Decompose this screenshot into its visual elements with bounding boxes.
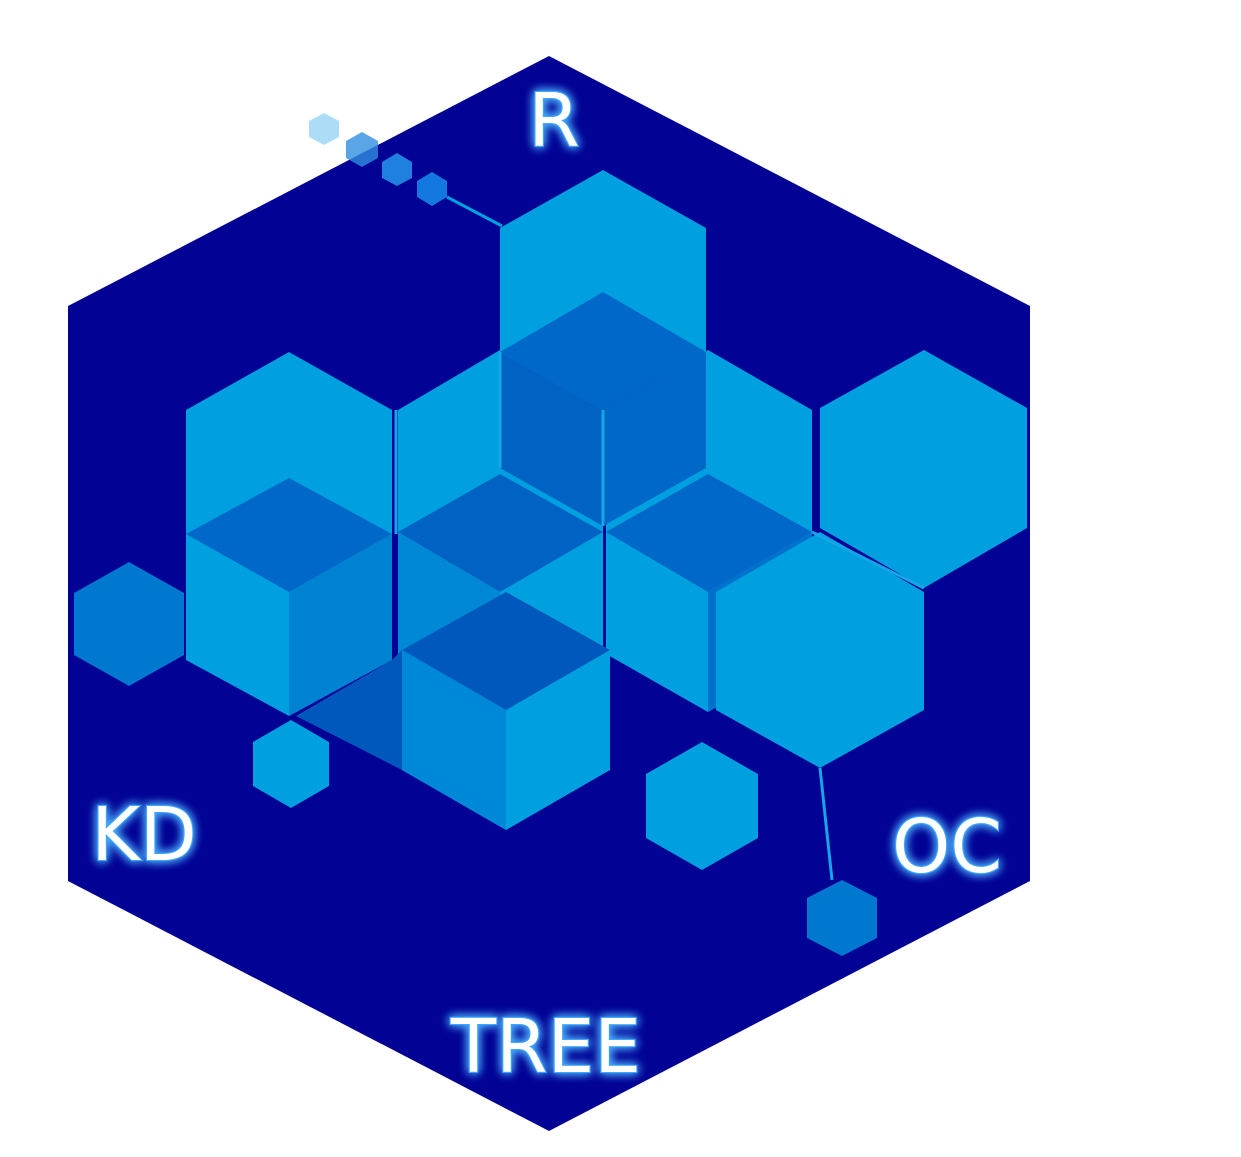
hex-right-bottom — [716, 532, 924, 768]
hexagon-cluster — [186, 170, 1027, 881]
hex-far-right — [820, 350, 1027, 588]
label-right: OC — [892, 804, 1002, 890]
hex-satellite-bottom-right — [646, 742, 758, 870]
label-left: KD — [91, 792, 197, 878]
connector-chain-top — [309, 113, 503, 228]
hex-satellite-left — [74, 562, 184, 686]
label-top: R — [528, 78, 579, 164]
hex-satellite-corner — [807, 880, 877, 956]
label-bottom: TREE — [450, 1004, 641, 1090]
hex-satellite-lower-left — [253, 720, 329, 808]
